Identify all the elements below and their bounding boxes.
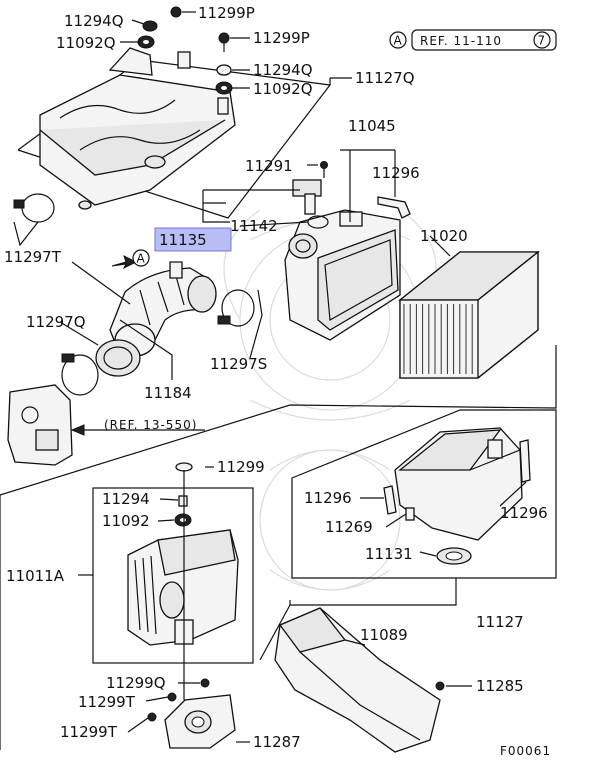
label-11299p-b: 11299P [253, 29, 310, 47]
clamp-11297s [217, 289, 255, 327]
label-11294q-b: 11294Q [253, 61, 313, 79]
label-11297t: 11297T [4, 248, 62, 266]
leader-lines [13, 11, 557, 743]
grommet-top-left [137, 20, 158, 49]
label-11020: 11020 [420, 227, 468, 245]
label-11011a: 11011A [6, 567, 65, 585]
lower-outline [0, 375, 557, 750]
label-11296-c: 11296 [500, 504, 548, 522]
label-11299t-a: 11299T [78, 693, 136, 711]
pin-11294 [178, 495, 188, 507]
label-11092q-a: 11092Q [56, 34, 116, 52]
air-duct-11089 [274, 607, 445, 753]
label-11291: 11291 [245, 157, 293, 175]
ref-mid-text: (REF. 13-550) [104, 418, 197, 432]
grommet-11092 [174, 513, 192, 527]
label-11299t-b: 11299T [60, 723, 118, 741]
bolt-11299 [175, 462, 193, 485]
label-11297s: 11297S [210, 355, 267, 373]
ref-top-badge-left: A [394, 34, 403, 48]
label-11299p-a: 11299P [198, 4, 255, 22]
clamp-11297t [13, 193, 55, 223]
label-11299q: 11299Q [106, 674, 166, 692]
label-11092q-b: 11092Q [253, 80, 313, 98]
bracket-11287 [147, 678, 236, 749]
ref-mid-arrow [70, 424, 85, 436]
label-11127: 11127 [476, 613, 524, 631]
highlight-box [154, 227, 232, 252]
label-11127q: 11127Q [355, 69, 415, 87]
label-11285: 11285 [476, 677, 524, 695]
label-11296-b: 11296 [304, 489, 352, 507]
clip-11296-right [519, 439, 531, 483]
engine-cover [17, 47, 332, 219]
clip-11296-left [383, 485, 397, 515]
label-11287: 11287 [253, 733, 301, 751]
bolt-top [170, 6, 230, 52]
pin-11269 [405, 507, 415, 521]
intake-hose [95, 261, 217, 377]
seal-11131 [436, 547, 472, 565]
airflow-sensor [292, 161, 328, 215]
ref-top: A REF. 11-110 7 [389, 29, 557, 51]
label-11045: 11045 [348, 117, 396, 135]
label-11299: 11299 [217, 458, 265, 476]
part-labels: 11294Q 11092Q 11299P 11299P 11294Q 11092… [4, 4, 551, 758]
label-11131: 11131 [365, 545, 413, 563]
label-11297q: 11297Q [26, 313, 86, 331]
ref-top-text: REF. 11-110 [420, 34, 502, 48]
label-11296-a: 11296 [372, 164, 420, 182]
resonator-box [92, 487, 254, 664]
filter-pleats [403, 304, 473, 374]
label-11089: 11089 [360, 626, 408, 644]
air-cleaner-case [284, 209, 401, 341]
grommet-top-right [215, 64, 233, 95]
ref-top-badge-right: 7 [538, 34, 547, 48]
arrow-a-marker: A [111, 249, 150, 270]
label-11294: 11294 [102, 490, 150, 508]
throttle-body [7, 384, 73, 466]
air-filter-element [398, 250, 540, 379]
label-11269: 11269 [325, 518, 373, 536]
clamp-11297q [61, 353, 99, 396]
arrow-badge-text: A [137, 252, 146, 266]
label-11184: 11184 [144, 384, 192, 402]
label-11135: 11135 [159, 231, 207, 249]
figure-code: F00061 [500, 744, 551, 758]
label-11142: 11142 [230, 217, 278, 235]
clip-11296-top [377, 196, 411, 219]
label-11294q-a: 11294Q [64, 12, 124, 30]
label-11092: 11092 [102, 512, 150, 530]
